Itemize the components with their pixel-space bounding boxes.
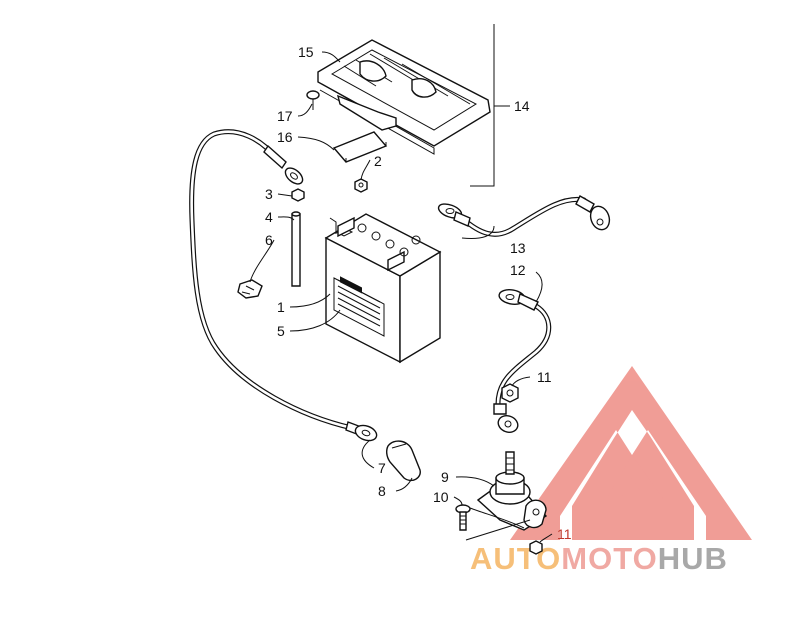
leader-lines bbox=[249, 51, 553, 543]
part-3-nut bbox=[291, 188, 305, 202]
battery-label-block bbox=[340, 276, 362, 294]
battery bbox=[324, 213, 442, 364]
callout-14: 14 bbox=[514, 98, 530, 114]
callout-15: 15 bbox=[298, 44, 314, 60]
part-10-bolt bbox=[455, 504, 471, 531]
bracket-14 bbox=[470, 24, 510, 187]
callout-7: 7 bbox=[378, 460, 386, 476]
callout-labels: 15 17 16 2 3 4 6 1 5 7 8 9 10 11 11 12 1… bbox=[265, 44, 572, 542]
callout-16: 16 bbox=[277, 129, 293, 145]
callout-6: 6 bbox=[265, 232, 273, 248]
callout-5: 5 bbox=[277, 323, 285, 339]
part-4-vent-tube bbox=[291, 211, 301, 287]
part-12-cable bbox=[493, 289, 552, 433]
part-2-nut bbox=[354, 178, 368, 193]
callout-3: 3 bbox=[265, 186, 273, 202]
part-11-nut-upper bbox=[501, 383, 519, 403]
watermark-hub: HUB bbox=[658, 541, 728, 576]
callout-12: 12 bbox=[510, 262, 526, 278]
part-6-clip bbox=[237, 279, 263, 299]
watermark-triangle bbox=[510, 366, 752, 540]
callout-9: 9 bbox=[441, 469, 449, 485]
svg-text:AUTOMOTOHUB: AUTOMOTOHUB bbox=[470, 541, 728, 576]
watermark-logo: AUTOMOTOHUB bbox=[470, 366, 752, 576]
watermark-moto: MOTO bbox=[561, 541, 657, 576]
callout-10: 10 bbox=[433, 489, 449, 505]
part-15-battery-cover bbox=[317, 39, 491, 155]
part-13-cable bbox=[437, 195, 611, 237]
callout-11-lower: 11 bbox=[557, 526, 572, 542]
watermark-auto: AUTO bbox=[470, 541, 561, 576]
callout-11-upper: 11 bbox=[537, 369, 552, 385]
part-17-screw bbox=[306, 90, 320, 110]
callout-1: 1 bbox=[277, 299, 285, 315]
callout-4: 4 bbox=[265, 209, 273, 225]
part-16-foam-pad bbox=[332, 131, 388, 163]
callout-17: 17 bbox=[277, 108, 293, 124]
part-11-nut-lower bbox=[529, 540, 543, 555]
part-9-starter-solenoid bbox=[469, 451, 548, 531]
callout-2: 2 bbox=[374, 153, 382, 169]
callout-13: 13 bbox=[510, 240, 526, 256]
watermark-inner-mark bbox=[606, 455, 664, 500]
callout-8: 8 bbox=[378, 483, 386, 499]
part-7-8-terminal-boot bbox=[385, 440, 421, 482]
long-ground-cable bbox=[189, 129, 378, 442]
